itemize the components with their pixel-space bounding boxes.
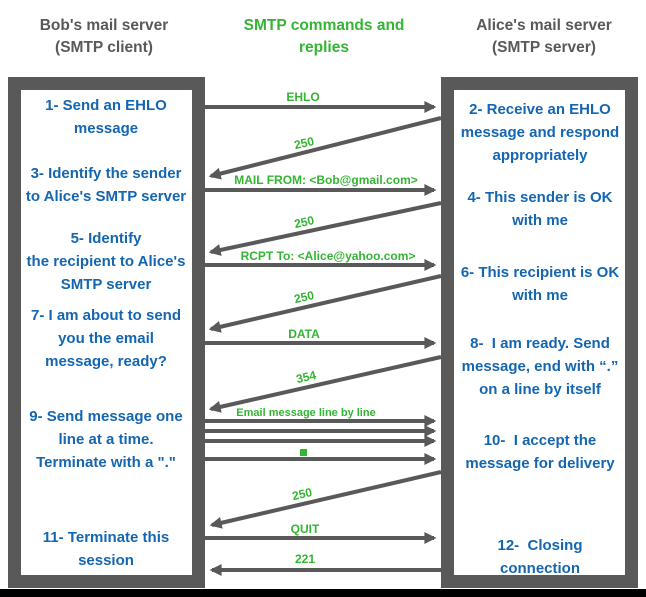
server-step-10: 10- I accept the message for delivery	[465, 432, 615, 472]
label-reply-221: 221	[295, 552, 315, 566]
label-mail-from: MAIL FROM: <Bob@gmail.com>	[234, 173, 418, 187]
client-box	[8, 77, 205, 588]
server-step-2: 2- Receive an EHLO message and respond a…	[460, 101, 620, 164]
label-reply-250-1: 250	[293, 134, 316, 152]
client-step-5: 5- Identify the recipient to Alice's SMT…	[26, 230, 186, 293]
client-column-header: Bob's mail server (SMTP client)	[4, 15, 204, 59]
commands-header-line2: replies	[299, 39, 349, 56]
server-step-8: 8- I am ready. Send message, end with “.…	[461, 335, 619, 398]
arrow-reply-250-4	[209, 470, 442, 529]
server-box	[441, 77, 638, 588]
dot-terminator-icon	[300, 449, 307, 456]
bottom-black-bar	[0, 589, 646, 597]
client-step-9: 9- Send message one line at a time. Term…	[29, 408, 183, 471]
label-reply-250-3: 250	[293, 288, 316, 306]
arrow-reply-354	[208, 355, 442, 413]
arrow-reply-250-1	[208, 116, 442, 180]
client-step-11: 11- Terminate this session	[42, 529, 170, 569]
label-quit: QUIT	[291, 522, 320, 536]
label-ehlo: EHLO	[286, 90, 319, 104]
server-header-line2: (SMTP server)	[492, 39, 596, 56]
server-step-6: 6- This recipient is OK with me	[460, 264, 620, 304]
arrow-reply-250-2	[208, 201, 442, 256]
label-reply-354: 354	[295, 368, 318, 386]
label-reply-250-2: 250	[293, 213, 316, 231]
label-data: DATA	[288, 327, 320, 341]
client-step-7: 7- I am about to send you the email mess…	[30, 307, 181, 370]
server-step-4: 4- This sender is OK with me	[467, 189, 613, 229]
client-step-1: 1- Send an EHLO message	[45, 97, 167, 137]
label-email-lines: Email message line by line	[236, 407, 375, 419]
label-reply-250-4: 250	[291, 485, 314, 503]
server-column-header: Alice's mail server (SMTP server)	[444, 15, 644, 59]
commands-column-header: SMTP commands and replies	[224, 15, 424, 59]
server-step-12: 12- Closing connection	[497, 537, 583, 577]
client-header-line2: (SMTP client)	[55, 39, 153, 56]
arrow-reply-250-3	[208, 274, 442, 333]
server-header-line1: Alice's mail server	[476, 17, 612, 34]
client-header-line1: Bob's mail server	[39, 17, 169, 34]
client-step-3: 3- Identify the sender to Alice's SMTP s…	[25, 165, 187, 205]
commands-header-line1: SMTP commands and	[243, 17, 405, 34]
label-rcpt-to: RCPT To: <Alice@yahoo.com>	[241, 249, 416, 263]
